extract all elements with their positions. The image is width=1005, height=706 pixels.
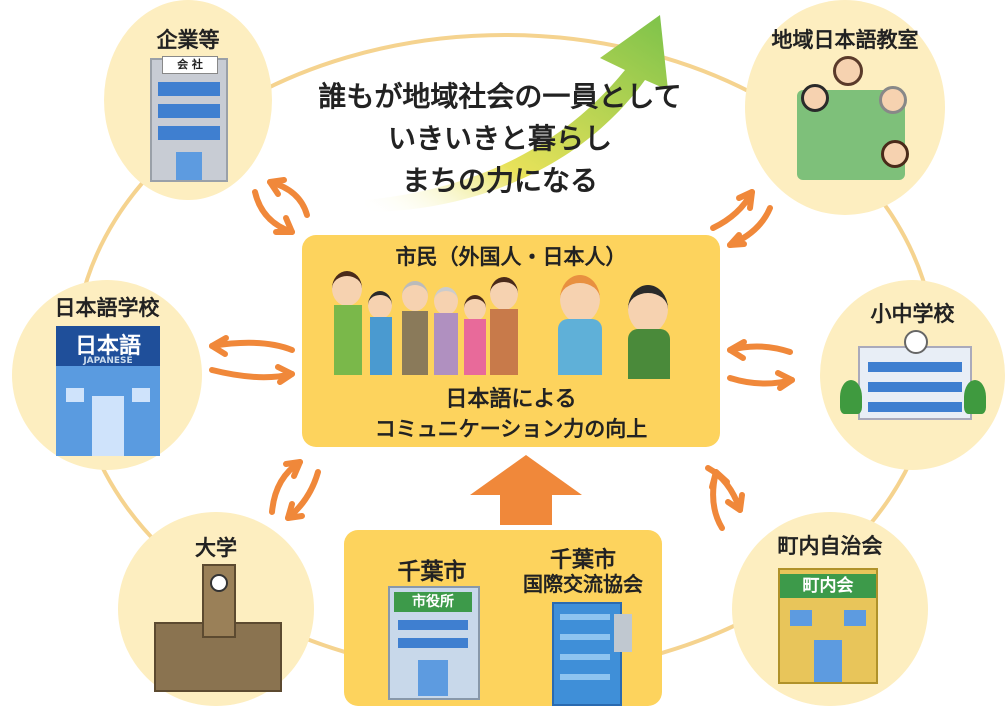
node-university: 大学 xyxy=(118,512,314,706)
headline-line3: まちの力になる xyxy=(401,164,598,197)
school-sign-sub: JAPANESE xyxy=(83,356,133,366)
association-label-line1: 千葉市 xyxy=(549,548,616,573)
support-up-arrow xyxy=(470,455,582,525)
student-icon xyxy=(801,84,829,112)
node-neighborhood: 町内自治会 町内会 xyxy=(732,512,928,706)
schools-label: 小中学校 xyxy=(870,302,955,326)
city-label: 千葉市 xyxy=(397,559,467,585)
headline-line1: 誰もが地域社会の一員として xyxy=(318,80,682,113)
node-companies: 企業等 会 社 xyxy=(104,0,272,200)
arrow-language-school xyxy=(209,335,295,385)
university-label: 大学 xyxy=(195,536,237,560)
child-icon xyxy=(881,140,909,168)
japanese-resident-icon xyxy=(624,285,678,381)
teacher-icon xyxy=(833,56,863,86)
node-language-school: 日本語学校 日本語 JAPANESE xyxy=(12,280,202,470)
school-sign-main: 日本語 xyxy=(74,334,141,359)
language-school-building-icon: 日本語 JAPANESE xyxy=(56,326,160,456)
family-group-icon xyxy=(332,271,522,377)
city-hall-icon: 市役所 xyxy=(388,586,480,700)
node-schools: 小中学校 xyxy=(820,280,1005,470)
company-sign: 会 社 xyxy=(162,56,218,74)
headline: 誰もが地域社会の一員として いきいきと暮らし まちの力になる xyxy=(300,76,700,202)
arrow-neighborhood xyxy=(705,465,745,531)
clock-tower-icon xyxy=(202,564,236,638)
elder-icon xyxy=(879,86,907,114)
companies-label: 企業等 xyxy=(156,28,220,52)
city-support-box: 千葉市 市役所 千葉市 国際交流協会 xyxy=(344,530,662,706)
arrow-companies xyxy=(252,177,310,235)
foreign-resident-icon xyxy=(552,275,612,379)
citizens-title: 市民（外国人・日本人） xyxy=(395,245,627,269)
headline-line2: いきいきと暮らし xyxy=(387,122,612,155)
neighborhood-label: 町内自治会 xyxy=(777,534,883,558)
office-building-icon: 会 社 xyxy=(150,56,228,182)
arrow-community-class xyxy=(710,189,773,248)
clock-icon xyxy=(904,330,928,354)
clock-icon xyxy=(210,574,228,592)
language-school-label: 日本語学校 xyxy=(54,296,160,320)
citizens-line1: 日本語による xyxy=(445,387,577,412)
citizens-box: 市民（外国人・日本人） 日本語による コミュニケーション力の向上 xyxy=(302,235,720,447)
citizens-line2: コミュニケーション力の向上 xyxy=(374,417,648,441)
growth-arrow xyxy=(365,15,668,212)
arrow-schools xyxy=(727,339,795,391)
community-hall-icon: 町内会 xyxy=(778,568,878,684)
community-class-label: 地域日本語教室 xyxy=(771,28,919,52)
association-label-line2: 国際交流協会 xyxy=(523,572,643,596)
arrow-university xyxy=(269,459,321,521)
association-building-icon xyxy=(552,602,632,706)
city-hall-sign: 市役所 xyxy=(394,592,472,612)
school-building-icon xyxy=(858,330,972,420)
hall-sign: 町内会 xyxy=(780,574,876,598)
tree-icon xyxy=(840,380,862,414)
node-community-class: 地域日本語教室 xyxy=(745,0,945,215)
tree-icon xyxy=(964,380,986,414)
